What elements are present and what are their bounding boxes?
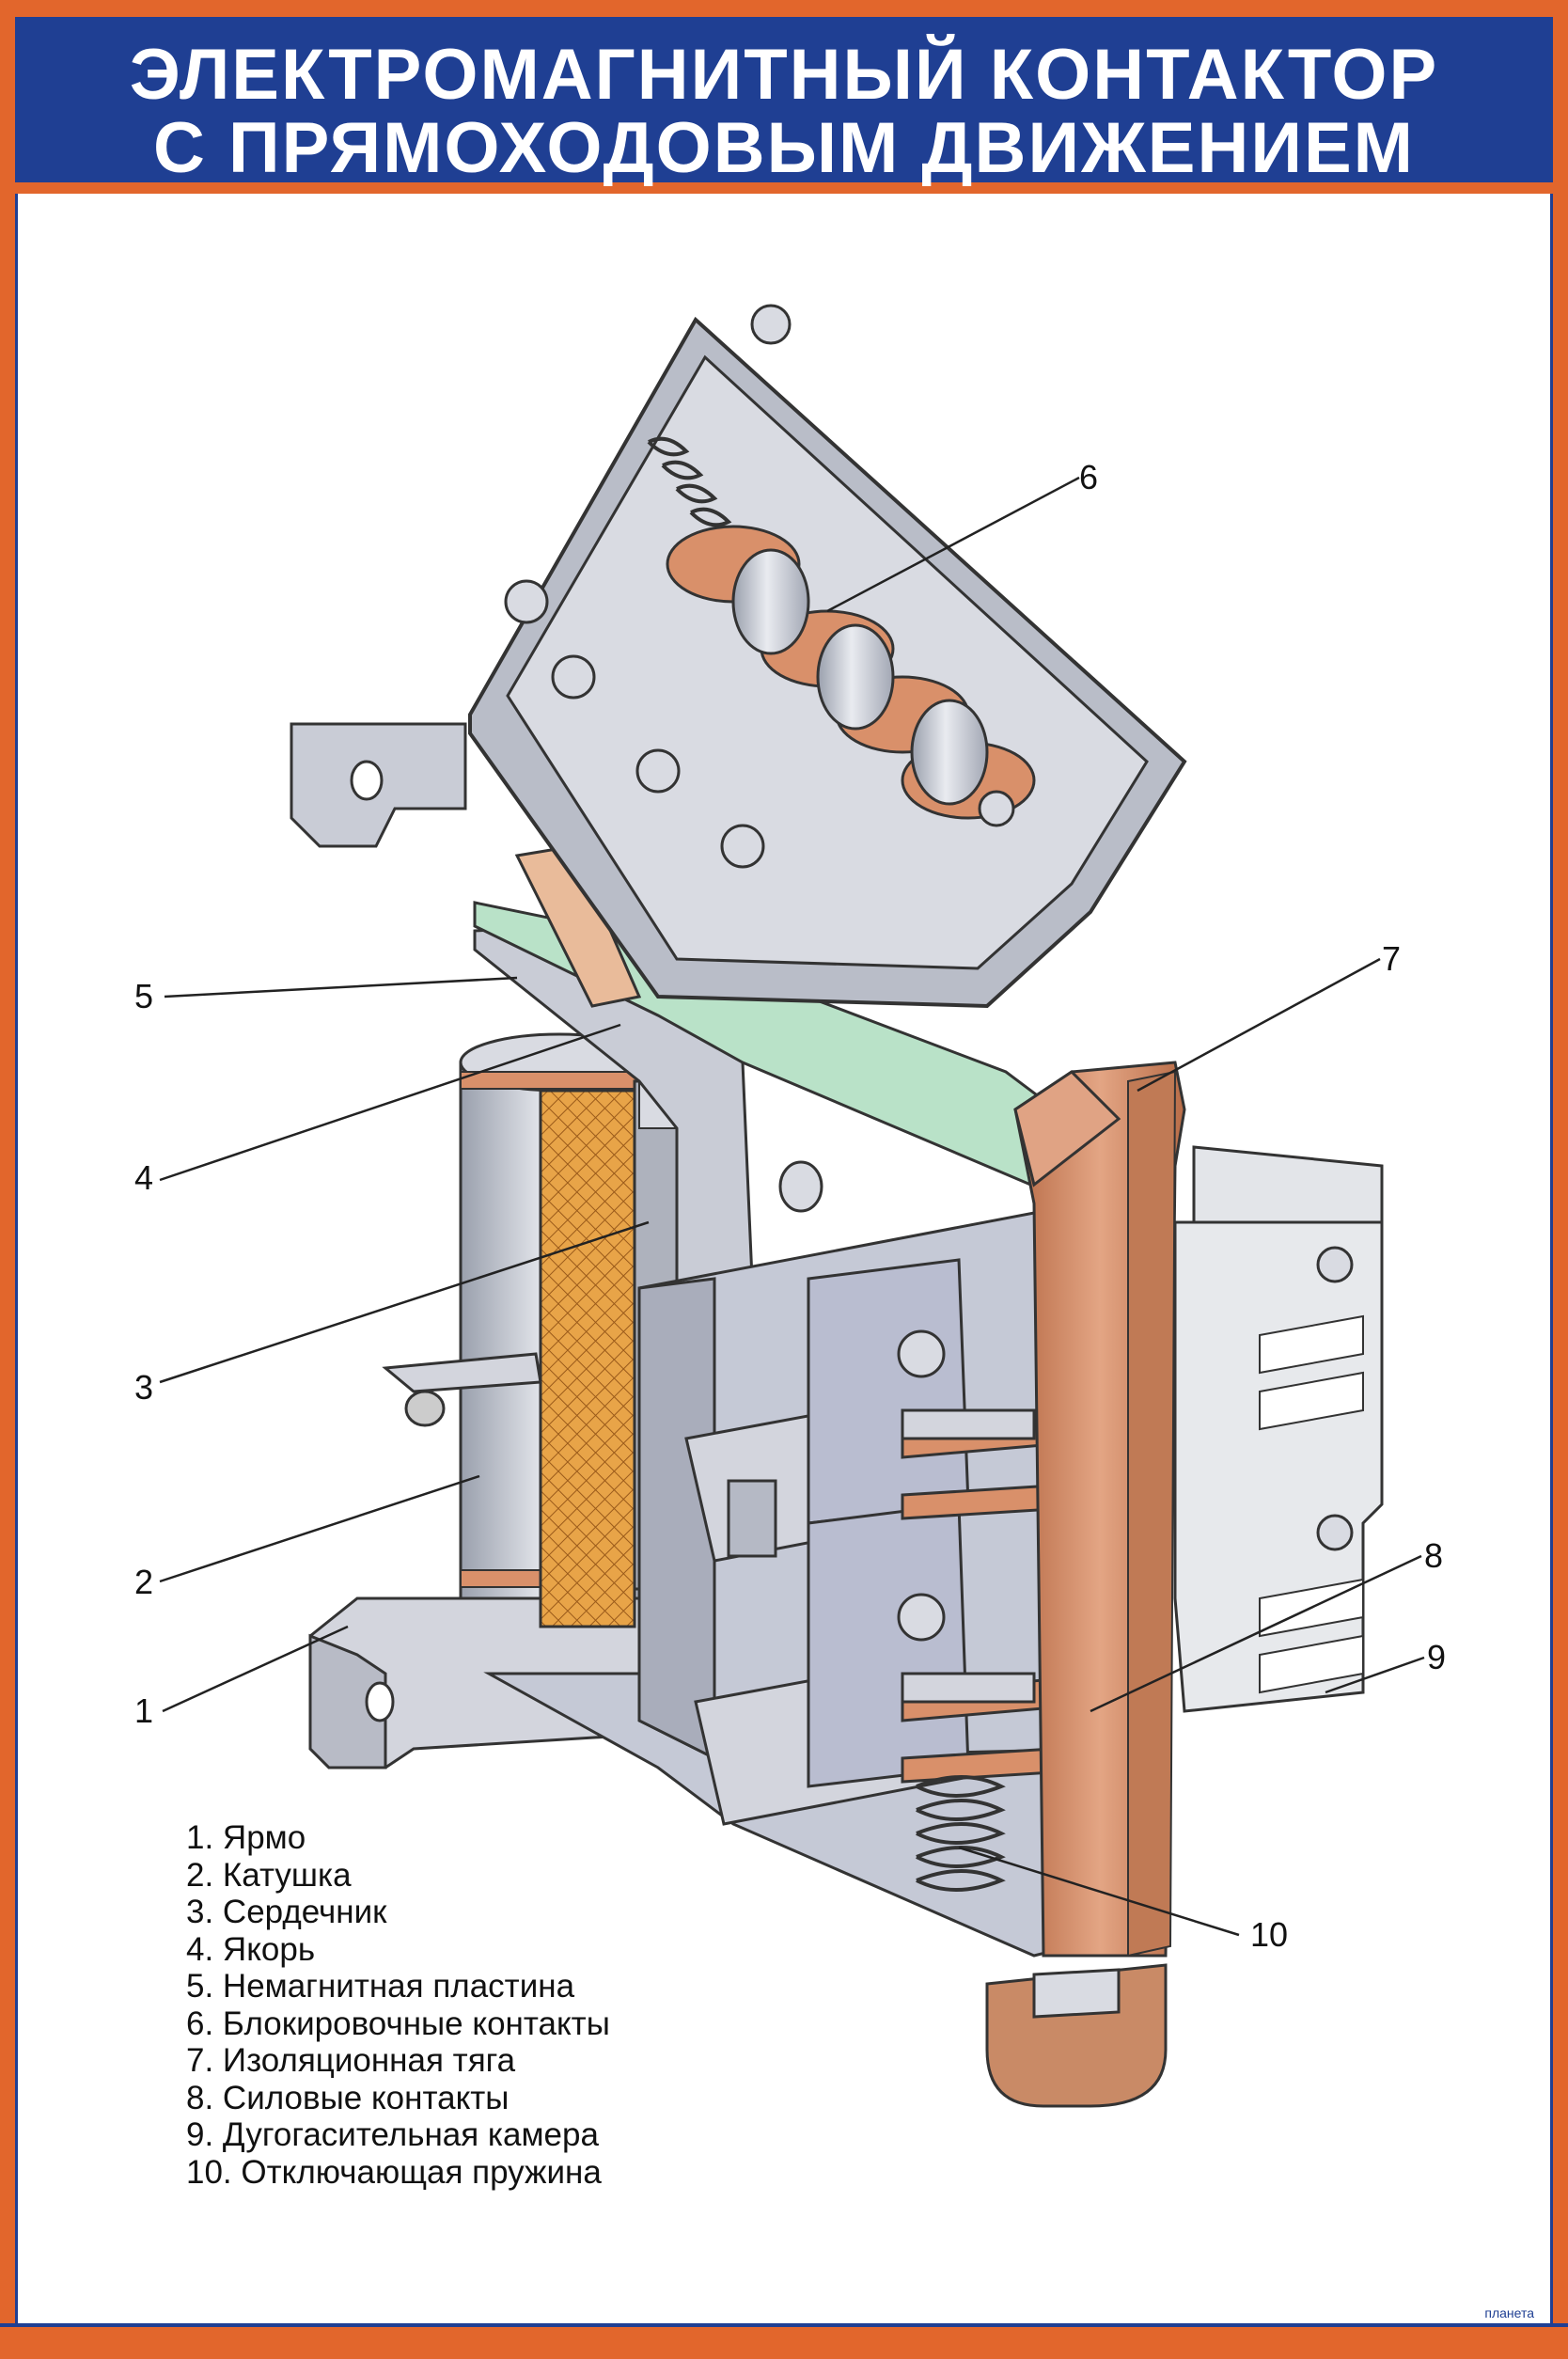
legend-item: 4. Якорь (186, 1930, 316, 1968)
callout-9: 9 (1427, 1638, 1446, 1676)
callout-4: 4 (134, 1158, 153, 1197)
legend-item: 7. Изоляционная тяга (186, 2042, 516, 2079)
legend-item: 6. Блокировочные контакты (186, 2005, 610, 2042)
title-line-2: С ПРЯМОХОДОВЫМ ДВИЖЕНИЕМ (153, 108, 1415, 188)
legend-item: 5. Немагнитная пластина (186, 1968, 575, 2005)
callout-1: 1 (134, 1691, 153, 1730)
callout-8: 8 (1424, 1536, 1443, 1575)
right-inner-line (1550, 194, 1553, 2323)
leader-lines (159, 476, 1425, 1937)
legend-item: 9. Дугогасительная камера (186, 2116, 599, 2153)
callout-10: 10 (1250, 1915, 1288, 1954)
left-frame (0, 194, 15, 2323)
publisher-logo: планета (1484, 2305, 1534, 2320)
title-banner: ЭЛЕКТРОМАГНИТНЫЙ КОНТАКТОР С ПРЯМОХОДОВЫ… (15, 17, 1553, 188)
main-contact-block (637, 1211, 1121, 1826)
callout-3: 3 (134, 1368, 153, 1407)
coil (382, 1032, 660, 1628)
callout-5: 5 (134, 977, 153, 1015)
legend-item: 1. Ярмо (186, 1819, 306, 1856)
insulation-rod (985, 1061, 1186, 2108)
legend-item: 2. Катушка (186, 1856, 352, 1894)
arc-chute (1173, 1145, 1384, 1713)
callout-labels: 1 2 3 4 5 6 7 8 9 10 (134, 458, 1446, 1954)
left-inner-line (15, 194, 18, 2323)
legend-item: 8. Силовые контакты (186, 2079, 510, 2116)
right-frame (1553, 194, 1568, 2323)
blocking-screws (504, 304, 1015, 869)
opening-spring (916, 1775, 1006, 1892)
callout-7: 7 (1382, 939, 1401, 978)
blocking-contacts-box (290, 304, 1187, 1009)
blocking-shaft-cylinders (731, 548, 989, 806)
blocking-spring (647, 436, 732, 527)
parts-legend: 1. Ярмо 2. Катушка 3. Сердечник 4. Якорь… (186, 1819, 610, 2191)
callout-6: 6 (1079, 458, 1098, 496)
title-line-1: ЭЛЕКТРОМАГНИТНЫЙ КОНТАКТОР (129, 35, 1439, 115)
legend-item: 3. Сердечник (186, 1894, 387, 1930)
callout-2: 2 (134, 1563, 153, 1601)
legend-item: 10. Отключающая пружина (186, 2153, 602, 2191)
bottom-frame (0, 2323, 1568, 2359)
